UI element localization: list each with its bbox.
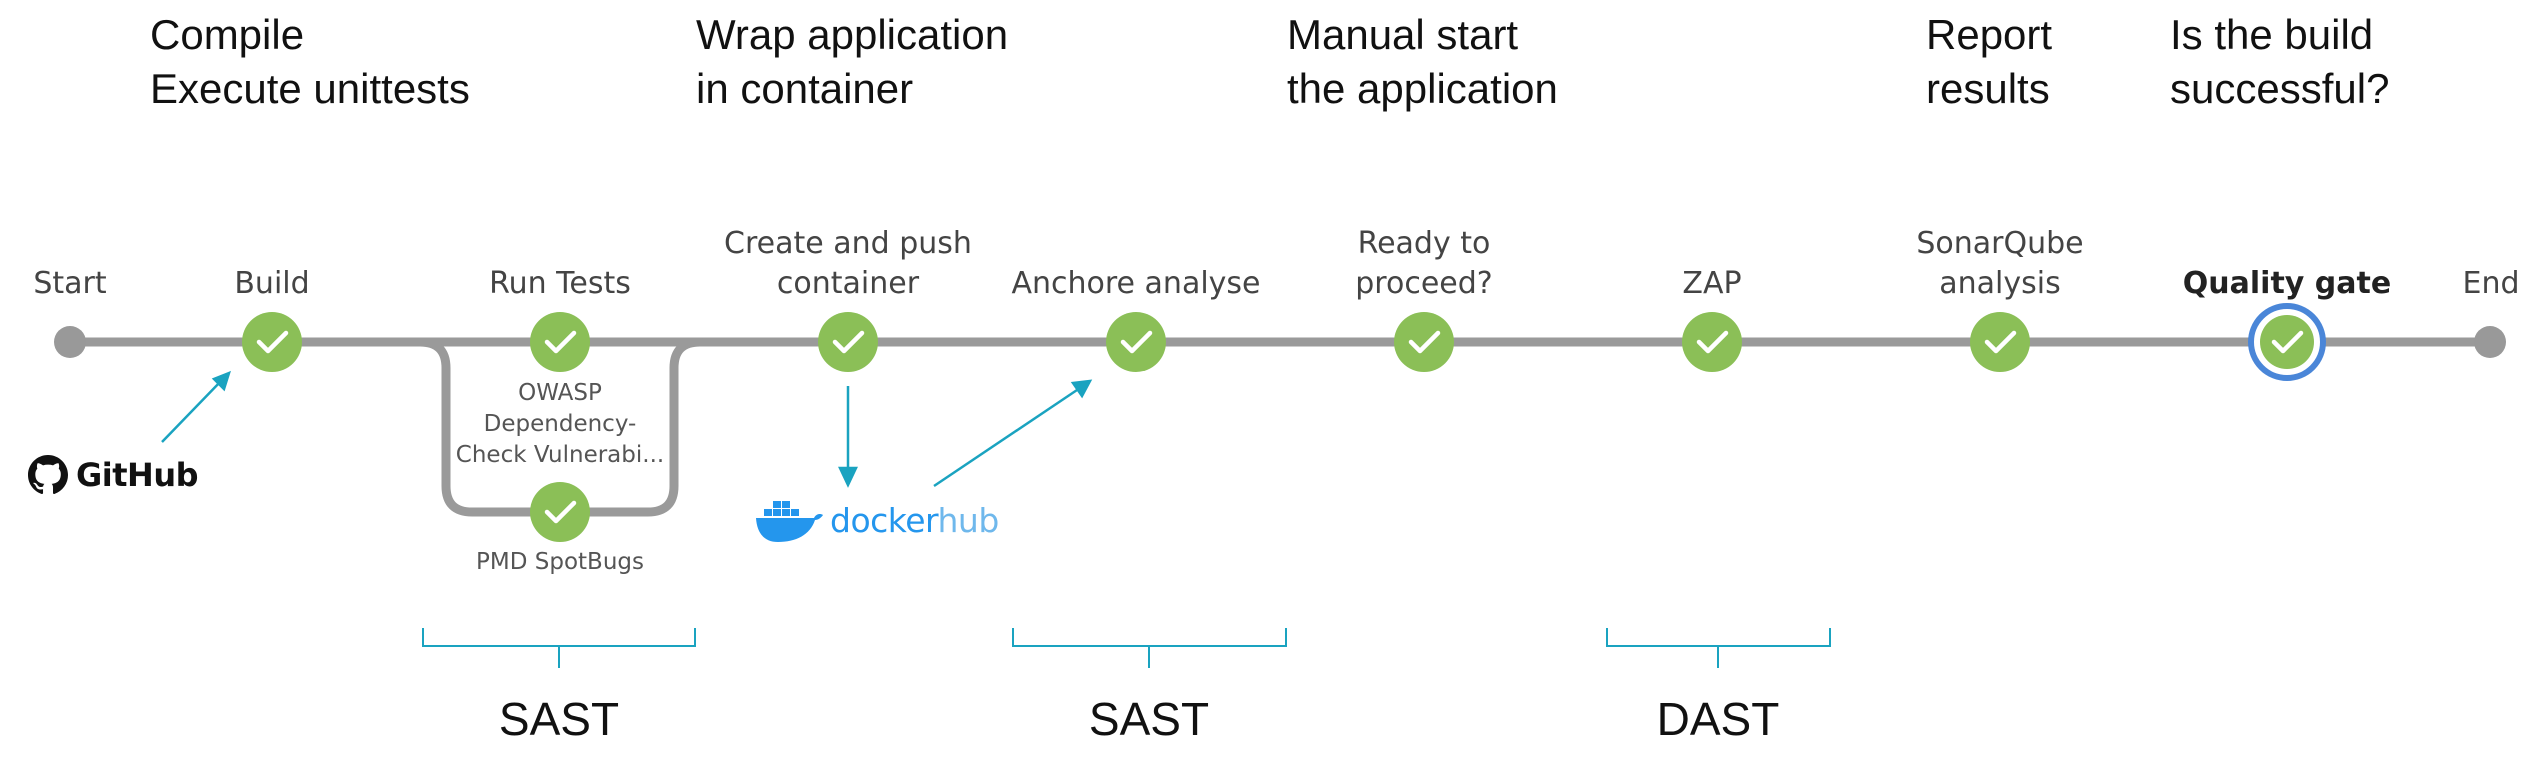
- stage-label-quality-gate[interactable]: Quality gate: [2182, 266, 2392, 301]
- github-octocat-icon: [28, 455, 68, 495]
- docker-word: docker: [830, 500, 938, 540]
- stage-label-pmd-spotbugs[interactable]: PMD SpotBugs: [476, 549, 644, 575]
- annotation-wrap-container: Wrap application in container: [696, 11, 1009, 112]
- stage-label-zap[interactable]: ZAP: [1682, 266, 1742, 301]
- sast-bracket-2: [1012, 628, 1287, 668]
- dockerhub-wordmark: dockerhub: [830, 501, 999, 540]
- stage-node-build[interactable]: [242, 312, 302, 372]
- check-icon: [544, 330, 577, 354]
- end-node[interactable]: [2474, 326, 2506, 358]
- stage-node-ready[interactable]: [1394, 312, 1454, 372]
- check-icon: [832, 330, 865, 354]
- create-to-dockerhub-arrow: [838, 386, 858, 488]
- check-icon: [2271, 330, 2304, 354]
- stage-label-sonarqube[interactable]: SonarQube analysis: [1916, 226, 2084, 301]
- check-icon: [1696, 330, 1729, 354]
- stage-label-end: End: [2462, 266, 2520, 301]
- github-logo: GitHub: [28, 450, 199, 500]
- hub-word: hub: [937, 500, 1000, 540]
- stage-node-sonarqube[interactable]: [1970, 312, 2030, 372]
- flow-arrows: [161, 370, 1093, 488]
- stage-label-build[interactable]: Build: [234, 266, 310, 301]
- annotation-compile: Compile Execute unittests: [150, 11, 470, 112]
- stage-label-anchore[interactable]: Anchore analyse: [1011, 266, 1261, 301]
- start-node[interactable]: [54, 326, 86, 358]
- stage-label-start: Start: [33, 266, 107, 301]
- dast-bracket: [1606, 628, 1831, 668]
- stage-node-run-tests[interactable]: [530, 312, 590, 372]
- annotation-build-successful: Is the build successful?: [2170, 11, 2390, 112]
- dockerhub-to-anchore-arrow: [933, 379, 1093, 488]
- github-to-build-arrow: [161, 370, 231, 443]
- stage-node-quality-gate[interactable]: [2260, 315, 2314, 369]
- check-icon: [256, 330, 289, 354]
- check-icon: [544, 500, 577, 524]
- sast-bracket-1: [422, 628, 696, 668]
- github-wordmark: GitHub: [76, 456, 199, 494]
- stage-label-run-tests[interactable]: Run Tests: [489, 266, 631, 301]
- check-icon: [1120, 330, 1153, 354]
- check-icon: [1984, 330, 2017, 354]
- dast-label: DAST: [1656, 693, 1780, 745]
- stage-node-create-push[interactable]: [818, 312, 878, 372]
- docker-whale-icon: [756, 501, 823, 542]
- stage-label-owasp[interactable]: OWASP Dependency- Check Vulnerabi...: [455, 380, 665, 468]
- stage-node-pmd-spotbugs[interactable]: [530, 482, 590, 542]
- stage-label-ready[interactable]: Ready to proceed?: [1355, 226, 1493, 301]
- stage-label-create-push[interactable]: Create and push container: [724, 226, 972, 301]
- annotation-report-results: Report results: [1926, 11, 2053, 112]
- dockerhub-logo: dockerhub: [754, 490, 999, 550]
- annotation-manual-start: Manual start the application: [1287, 11, 1558, 112]
- sast-label-1: SAST: [498, 693, 620, 745]
- check-icon: [1408, 330, 1441, 354]
- security-brackets: [422, 628, 1831, 668]
- stage-node-zap[interactable]: [1682, 312, 1742, 372]
- stage-node-anchore[interactable]: [1106, 312, 1166, 372]
- sast-label-2: SAST: [1088, 693, 1210, 745]
